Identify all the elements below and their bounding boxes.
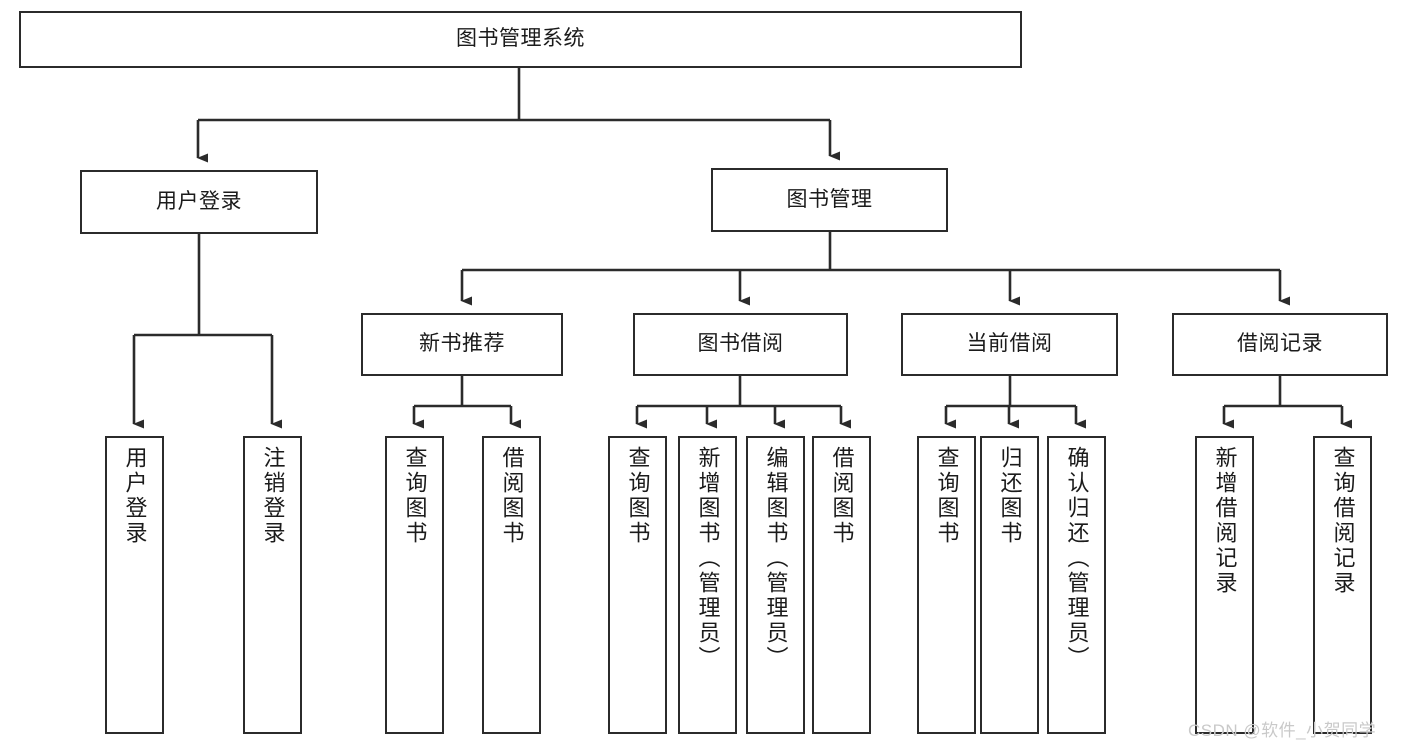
node-label: 归还图书 [997,446,1023,546]
node-borrow-record[interactable]: 借阅记录 [1172,313,1388,376]
node-root-book-management-system[interactable]: 图书管理系统 [19,11,1022,68]
leaf-record-add-borrow-record[interactable]: 新增借阅记录 [1195,436,1254,734]
leaf-borrow-edit-book-admin[interactable]: 编辑图书（管理员） [746,436,805,734]
node-label: 借阅图书 [829,446,855,546]
node-label: 确认归还（管理员） [1064,446,1090,671]
node-label: 图书管理系统 [456,27,585,51]
node-label: 借阅图书 [499,446,525,546]
node-user-login[interactable]: 用户登录 [80,170,318,234]
node-label: 新增借阅记录 [1212,446,1238,596]
node-label: 新增图书（管理员） [695,446,721,671]
node-label: 借阅记录 [1237,332,1323,356]
node-label: 查询图书 [934,446,960,546]
node-label: 查询图书 [625,446,651,546]
leaf-current-confirm-return-admin[interactable]: 确认归还（管理员） [1047,436,1106,734]
leaf-record-query-borrow-record[interactable]: 查询借阅记录 [1313,436,1372,734]
leaf-user-login-login[interactable]: 用户登录 [105,436,164,734]
node-label: 新书推荐 [419,332,505,356]
node-book-management[interactable]: 图书管理 [711,168,948,232]
node-label: 图书管理 [786,187,873,211]
leaf-current-return-book[interactable]: 归还图书 [980,436,1039,734]
csdn-watermark: CSDN @软件_小贺同学 [1188,721,1377,740]
node-label: 注销登录 [260,446,286,546]
node-new-book-recommend[interactable]: 新书推荐 [361,313,563,376]
leaf-borrow-query-book[interactable]: 查询图书 [608,436,667,734]
node-label: 编辑图书（管理员） [763,446,789,671]
node-label: 当前借阅 [966,332,1053,356]
node-label: 查询图书 [402,446,428,546]
leaf-new-book-borrow-book[interactable]: 借阅图书 [482,436,541,734]
leaf-user-login-logout[interactable]: 注销登录 [243,436,302,734]
node-label: 查询借阅记录 [1330,446,1356,596]
leaf-new-book-query-book[interactable]: 查询图书 [385,436,444,734]
leaf-current-query-book[interactable]: 查询图书 [917,436,976,734]
node-label: 用户登录 [156,189,242,213]
node-label: 用户登录 [122,446,148,546]
node-book-borrow[interactable]: 图书借阅 [633,313,848,376]
leaf-borrow-borrow-book[interactable]: 借阅图书 [812,436,871,734]
node-current-borrow[interactable]: 当前借阅 [901,313,1118,376]
node-label: 图书借阅 [697,332,784,356]
leaf-borrow-add-book-admin[interactable]: 新增图书（管理员） [678,436,737,734]
